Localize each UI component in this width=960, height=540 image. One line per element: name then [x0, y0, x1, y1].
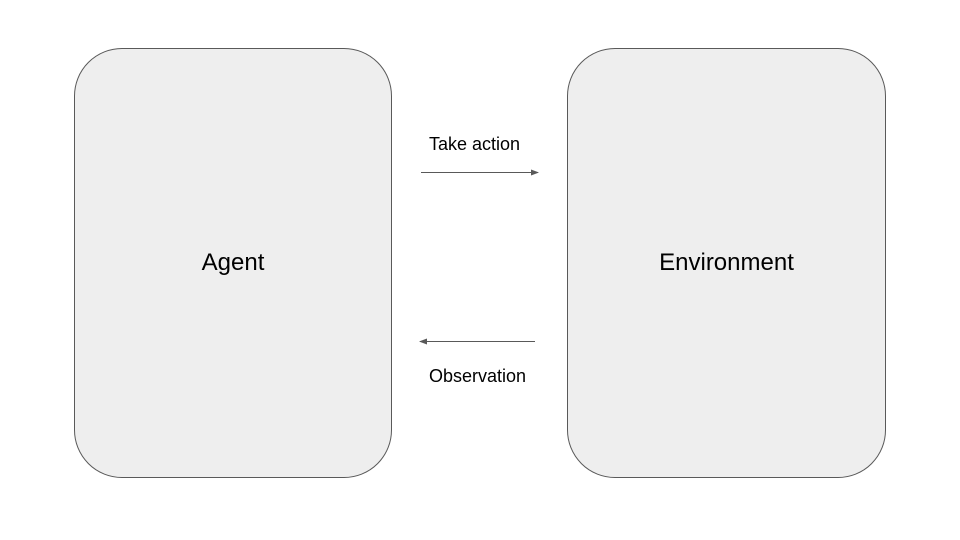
environment-node: Environment	[567, 48, 886, 478]
observation-edge-label: Observation	[429, 366, 527, 386]
agent-label: Agent	[201, 249, 265, 276]
agent-node: Agent	[74, 48, 392, 478]
environment-label: Environment	[659, 249, 794, 276]
action-edge-label: Take action	[429, 134, 521, 154]
